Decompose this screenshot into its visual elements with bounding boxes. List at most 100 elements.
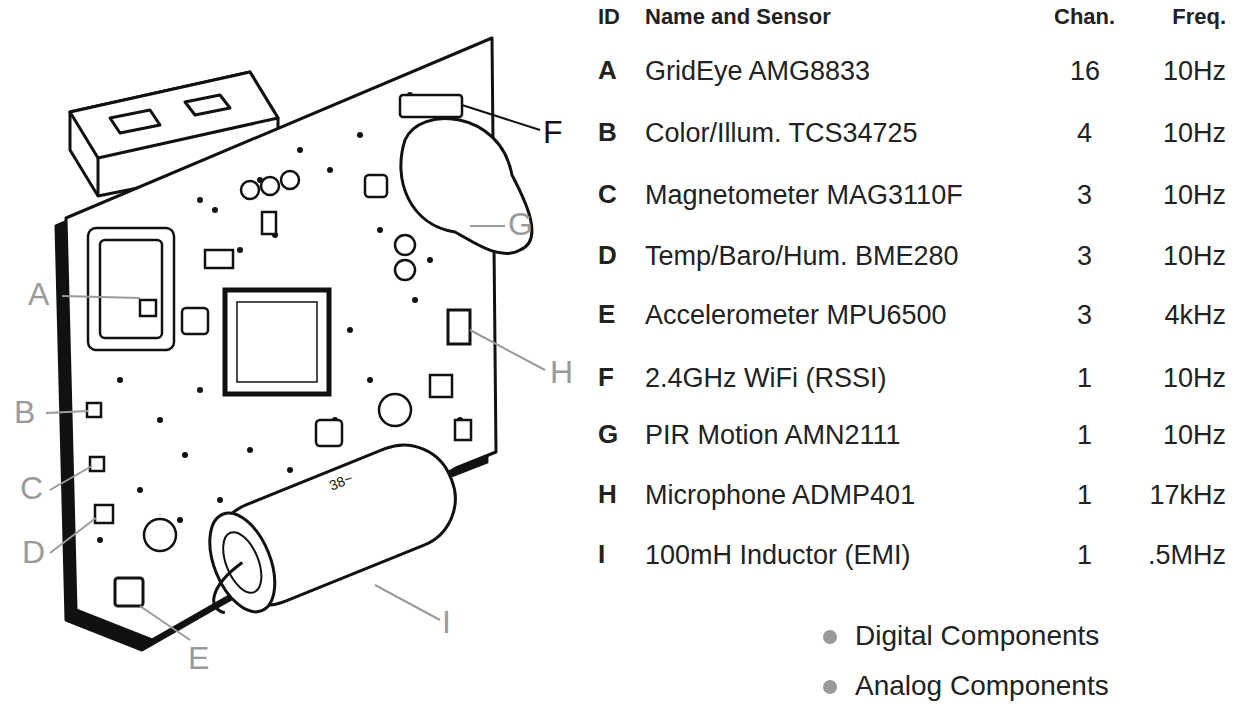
table-id: C bbox=[598, 180, 617, 210]
drawing-part bbox=[347, 327, 353, 333]
table-frequency: 10Hz bbox=[1163, 180, 1226, 211]
drawing-part bbox=[455, 420, 471, 440]
drawing-part bbox=[88, 228, 174, 350]
table-id: G bbox=[598, 420, 618, 450]
drawing-part bbox=[204, 562, 258, 615]
drawing-part bbox=[177, 517, 183, 523]
drawing-part bbox=[212, 207, 218, 213]
drawing-part bbox=[197, 504, 288, 621]
table-id: D bbox=[598, 241, 617, 271]
table-channels: 3 bbox=[1077, 180, 1092, 211]
drawing-part bbox=[90, 457, 104, 471]
drawing-part bbox=[377, 227, 383, 233]
drawing-part bbox=[241, 181, 259, 199]
table-channels: 1 bbox=[1077, 540, 1092, 571]
table-channels: 3 bbox=[1077, 241, 1092, 272]
table-id: B bbox=[598, 118, 617, 148]
legend-text: Analog Components bbox=[855, 670, 1109, 702]
table-frequency: 10Hz bbox=[1163, 420, 1226, 451]
drawing-part bbox=[50, 518, 96, 553]
drawing-part bbox=[115, 578, 143, 606]
table-frequency: 10Hz bbox=[1163, 363, 1226, 394]
table-frequency: 10Hz bbox=[1163, 241, 1226, 272]
table-channels: 3 bbox=[1077, 300, 1092, 331]
drawing-part bbox=[357, 132, 363, 138]
drawing-part bbox=[87, 403, 101, 417]
drawing-part bbox=[316, 420, 342, 446]
callout-letter: C bbox=[20, 470, 43, 507]
table-frequency: 4kHz bbox=[1164, 300, 1226, 331]
table-frequency: 10Hz bbox=[1163, 56, 1226, 87]
table-sensor-name: 2.4GHz WiFi (RSSI) bbox=[645, 363, 887, 394]
table-id: A bbox=[598, 56, 617, 86]
table-sensor-name: Magnetometer MAG3110F bbox=[645, 180, 963, 211]
table-header: Freq. bbox=[1172, 4, 1226, 29]
table-frequency: .5MHz bbox=[1148, 540, 1226, 571]
table-sensor-name: PIR Motion AMN2111 bbox=[645, 420, 901, 451]
drawing-part bbox=[50, 466, 92, 490]
callout-letter: G bbox=[508, 206, 533, 243]
inductor-coil bbox=[184, 430, 470, 626]
drawing-part bbox=[281, 171, 299, 189]
drawing-part bbox=[185, 95, 230, 115]
drawing-part bbox=[262, 212, 276, 234]
leader-lines bbox=[46, 105, 545, 640]
table-sensor-name: Color/Illum. TCS34725 bbox=[645, 118, 918, 149]
drawing-part bbox=[237, 247, 243, 253]
legend-swatch bbox=[823, 630, 837, 644]
drawing-part bbox=[137, 487, 143, 493]
callout-letter: F bbox=[543, 114, 563, 151]
callout-letter: A bbox=[28, 276, 49, 313]
drawing-part bbox=[140, 300, 156, 316]
drawing-part bbox=[182, 452, 188, 458]
drawing-part bbox=[100, 240, 162, 338]
table-channels: 1 bbox=[1077, 480, 1092, 511]
drawing-part bbox=[62, 296, 140, 298]
drawing-part bbox=[400, 95, 462, 117]
drawing-part bbox=[448, 310, 470, 344]
drawing-part bbox=[367, 377, 373, 383]
drawing-part bbox=[327, 167, 333, 173]
drawing-part bbox=[197, 197, 203, 203]
drawing-part bbox=[297, 147, 303, 153]
drawing-part bbox=[97, 537, 103, 543]
table-sensor-name: Temp/Baro/Hum. BME280 bbox=[645, 241, 959, 272]
table-channels: 16 bbox=[1070, 56, 1100, 87]
drawing-part bbox=[110, 110, 160, 133]
drawing-part bbox=[470, 225, 505, 227]
drawing-part bbox=[379, 394, 411, 426]
drawing-part bbox=[95, 505, 113, 523]
drawing-part bbox=[144, 519, 176, 551]
drawing-part bbox=[427, 257, 433, 263]
drawing-part bbox=[395, 235, 415, 255]
callout-letter: E bbox=[188, 640, 209, 677]
table-sensor-name: Microphone ADMP401 bbox=[645, 480, 915, 511]
table-frequency: 10Hz bbox=[1163, 118, 1226, 149]
callout-letter: B bbox=[14, 394, 35, 431]
drawing-part bbox=[182, 308, 208, 334]
table-id: F bbox=[598, 363, 614, 393]
table-header: ID bbox=[598, 4, 620, 29]
drawing-part bbox=[470, 330, 545, 370]
drawing-part bbox=[287, 467, 293, 473]
drawing-part bbox=[46, 411, 88, 413]
drawing-part bbox=[157, 417, 163, 423]
drawing-part bbox=[97, 158, 100, 196]
drawing-part bbox=[140, 606, 190, 640]
drawing-part bbox=[225, 290, 329, 394]
table-frequency: 17kHz bbox=[1149, 480, 1226, 511]
drawing-part bbox=[401, 118, 532, 253]
drawing-part bbox=[395, 260, 415, 280]
table-channels: 1 bbox=[1077, 420, 1092, 451]
drawing-part bbox=[375, 585, 440, 620]
table-id: I bbox=[598, 540, 605, 570]
drawing-part bbox=[365, 175, 387, 197]
drawing-part bbox=[117, 377, 123, 383]
table-sensor-name: GridEye AMG8833 bbox=[645, 56, 870, 87]
table-sensor-name: Accelerometer MPU6500 bbox=[645, 300, 947, 331]
table-id: H bbox=[598, 480, 617, 510]
callout-letter: H bbox=[550, 354, 573, 391]
drawing-part bbox=[247, 447, 253, 453]
callout-letter: I bbox=[442, 604, 451, 641]
